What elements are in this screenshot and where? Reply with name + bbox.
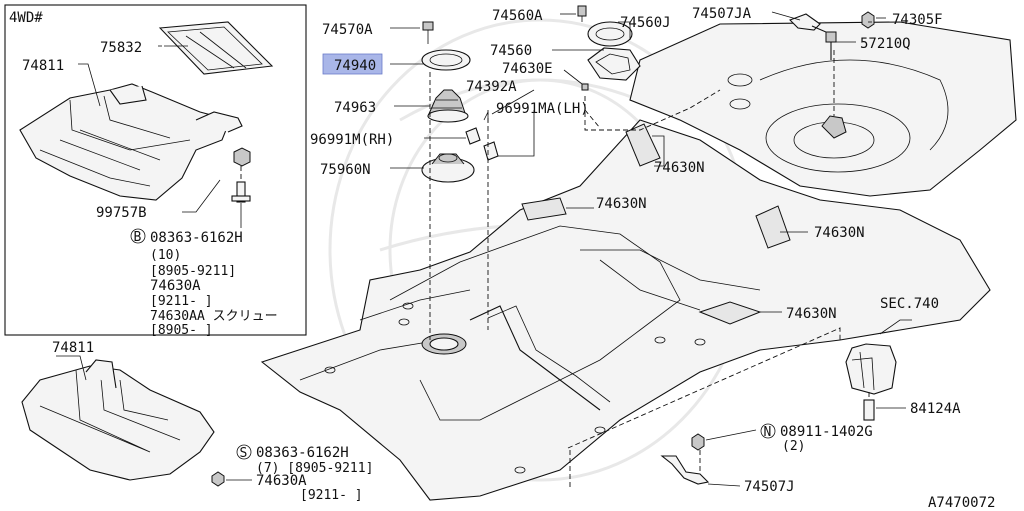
part-75832-plate: [158, 21, 274, 75]
pad-74630n-3: [755, 205, 791, 249]
label-74811-top: 74811: [22, 58, 64, 74]
part-74811-inset: [19, 83, 243, 201]
label-74811-bottom: 74811: [52, 340, 94, 356]
shift-boot-stack: [421, 21, 475, 340]
pad-74630n-2: [521, 197, 567, 221]
label-74630n-4: 74630N: [786, 306, 837, 322]
part-74811-bottom: 74811: [21, 340, 215, 481]
label-74940: 74940: [334, 58, 376, 74]
label-74560j: 74560J: [620, 15, 671, 31]
inset-4wd-box: 4WD# 75832 74811: [4, 4, 307, 338]
symbol-s: S: [240, 446, 248, 461]
label-74507ja: 74507JA: [692, 6, 752, 22]
label-n-qty: (2): [782, 439, 805, 454]
label-s-sub: 74630A: [256, 473, 307, 489]
label-n-part: 08911-1402G: [780, 424, 873, 440]
label-74560a: 74560A: [492, 8, 543, 24]
symbol-n-circle: [760, 423, 776, 439]
label-74392a: 74392A: [466, 79, 517, 95]
label-75960n: 75960N: [320, 162, 371, 178]
label-75832: 75832: [100, 40, 142, 56]
label-74305f: 74305F: [892, 12, 943, 28]
label-b-sub1: 74630A: [150, 278, 201, 294]
label-s-date: [9211- ]: [300, 488, 363, 503]
label-96991m-rh: 96991M(RH): [310, 132, 394, 148]
label-74630n-2: 74630N: [596, 196, 647, 212]
label-sec740: SEC.740: [880, 296, 939, 312]
label-74560: 74560: [490, 43, 532, 59]
part-74507ja-group: [789, 11, 875, 60]
label-74507j: 74507J: [744, 479, 795, 495]
label-74963: 74963: [334, 100, 376, 116]
part-74560-group: [577, 5, 721, 131]
label-99757b: 99757B: [96, 205, 147, 221]
label-b-sub2: 74630AA スクリュー: [150, 309, 278, 324]
label-s-part: 08363-6162H: [256, 445, 349, 461]
symbol-b-circle: [130, 228, 146, 244]
label-84124a: 84124A: [910, 401, 961, 417]
label-74570a: 74570A: [322, 22, 373, 38]
floor-pan: [260, 21, 1017, 501]
label-b-date3: [8905- ]: [150, 323, 213, 338]
callout-s: S 08363-6162H (7) [8905-9211] 74630A [92…: [211, 444, 373, 503]
label-b-date2: [9211- ]: [150, 294, 213, 309]
label-57210q: 57210Q: [860, 36, 911, 52]
nut-bolt-inset: [231, 147, 251, 228]
label-b-part: 08363-6162H: [150, 230, 243, 246]
label-96991ma-lh: 96991MA(LH): [496, 101, 589, 117]
symbol-n: N: [764, 425, 772, 440]
inset-title: 4WD#: [9, 10, 43, 26]
part-sec740-mount: [845, 319, 912, 421]
label-74630n-3: 74630N: [814, 225, 865, 241]
symbol-b: B: [134, 230, 142, 245]
leader-lines: [390, 11, 886, 313]
label-74630n-1: 74630N: [654, 160, 705, 176]
pad-74630n-1: [625, 123, 661, 167]
label-74630e: 74630E: [502, 61, 553, 77]
label-s-qty: (7) [8905-9211]: [256, 461, 373, 476]
figure-id: A7470072: [928, 495, 995, 511]
highlight-74940: [322, 53, 383, 75]
part-74507j-group: [567, 327, 841, 490]
label-b-date1: [8905-9211]: [150, 264, 236, 279]
label-b-qty: (10): [150, 248, 181, 263]
